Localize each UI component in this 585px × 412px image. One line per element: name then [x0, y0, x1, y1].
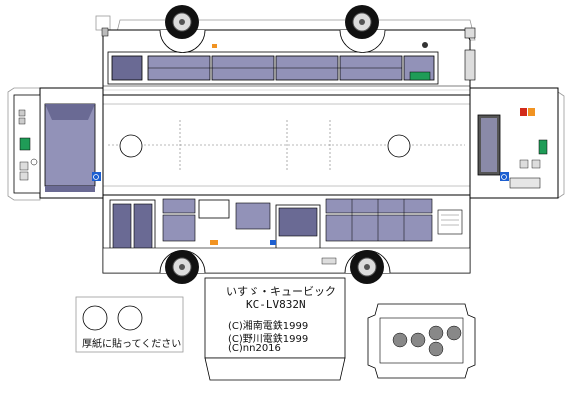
credit-panel — [204, 277, 346, 381]
wheelchair-icon — [92, 172, 101, 181]
credit-title: いすゞ・キュービック — [226, 285, 336, 298]
credit-line: (C)野川電鉄1999 — [228, 334, 309, 345]
chassis-part — [367, 303, 476, 379]
top-side-panel — [95, 15, 476, 96]
credit-line: (C)湘南電鉄1999 — [228, 321, 309, 332]
wheel-icon — [165, 5, 199, 39]
paste-instruction: 厚紙に貼ってください — [82, 339, 182, 350]
wheel-icon — [165, 250, 199, 284]
wheel-icon — [350, 250, 384, 284]
wheel-disc-parts — [75, 296, 184, 353]
credit-model: KC-LV832N — [246, 298, 306, 311]
bottom-side-panel — [102, 194, 471, 274]
wheel-icon — [345, 5, 379, 39]
front-panel — [7, 87, 104, 201]
credit-line: (C)nn2016 — [228, 343, 281, 354]
wheelchair-icon — [500, 172, 509, 181]
rear-panel — [469, 87, 565, 199]
roof-panel — [102, 94, 471, 196]
